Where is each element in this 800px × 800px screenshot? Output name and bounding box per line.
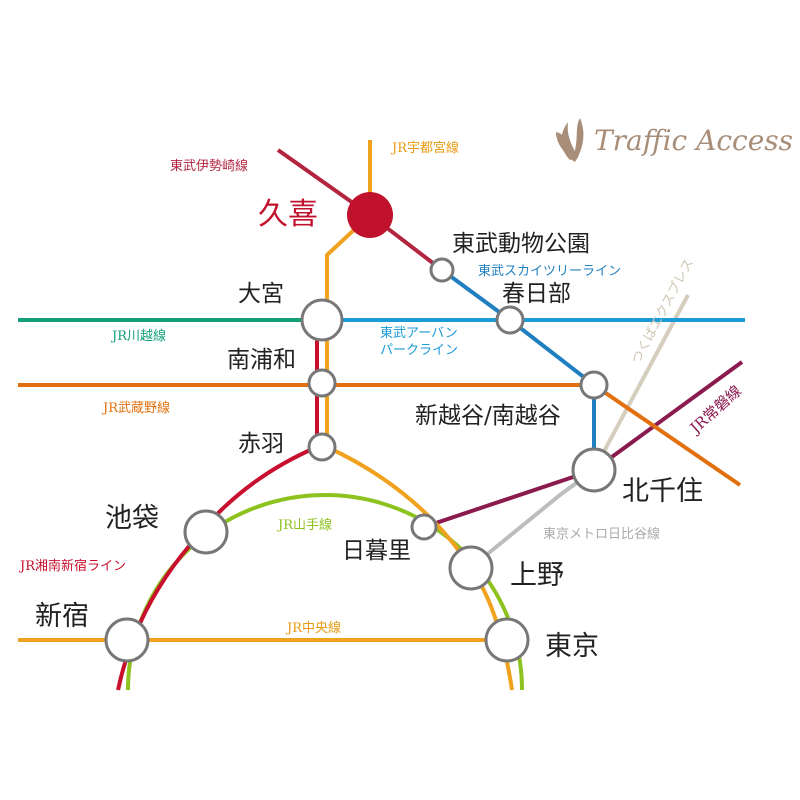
station-label-tobu-dobutsu: 東武動物公園	[452, 231, 590, 257]
line-label-yamanote: JR山手線	[278, 518, 332, 533]
station-marker-shinjuku	[104, 617, 150, 663]
line-label-hibiya: 東京メトロ日比谷線	[543, 527, 661, 542]
line-label-chuo: JR中央線	[287, 621, 341, 636]
station-marker-shinkoshigaya	[579, 370, 609, 400]
station-label-akabane: 赤羽	[238, 431, 284, 457]
station-label-shinjuku: 新宿	[35, 601, 89, 632]
station-marker-tobu-dobutsu	[429, 257, 455, 283]
station-label-ikebukuro: 池袋	[105, 503, 159, 534]
line-label-musashino: JR武蔵野線	[103, 401, 170, 416]
station-marker-akabane	[307, 432, 337, 462]
station-label-kitasenju: 北千住	[622, 476, 703, 507]
line-label-urbanpark-1: 東武アーバン	[380, 326, 458, 341]
station-marker-omiya	[300, 298, 344, 342]
station-marker-kuki	[347, 192, 393, 238]
station-label-shinkoshigaya: 新越谷/南越谷	[415, 403, 561, 429]
page-title: Traffic Access	[594, 124, 794, 157]
station-label-kasukabe: 春日部	[502, 281, 571, 307]
station-marker-ikebukuro	[183, 509, 229, 555]
station-label-kuki: 久喜	[258, 197, 318, 232]
station-label-ueno: 上野	[510, 560, 564, 591]
line-skytree	[440, 268, 596, 470]
line-label-utsunomiya: JR宇都宮線	[392, 141, 459, 156]
station-label-minamiurawa: 南浦和	[227, 347, 296, 373]
line-label-shonan: JR湘南新宿ライン	[20, 559, 126, 574]
line-label-tobu-isesaki: 東武伊勢崎線	[170, 159, 249, 174]
line-tsukuba	[592, 294, 690, 471]
station-label-nippori: 日暮里	[342, 538, 411, 564]
station-marker-tokyo	[484, 617, 530, 663]
station-marker-ueno	[448, 545, 494, 591]
station-marker-kasukabe	[495, 305, 525, 335]
station-label-omiya: 大宮	[238, 281, 284, 307]
station-label-tokyo: 東京	[545, 631, 599, 662]
station-marker-minamiurawa	[307, 368, 337, 398]
leaf-logo-icon	[556, 118, 584, 162]
line-hibiya	[469, 468, 596, 570]
line-label-skytree: 東武スカイツリーライン	[478, 264, 622, 279]
station-marker-kitasenju	[571, 447, 617, 493]
line-label-kawagoe: JR川越線	[112, 329, 166, 344]
line-label-urbanpark-2: パークライン	[380, 343, 459, 358]
station-marker-nippori	[410, 513, 438, 541]
